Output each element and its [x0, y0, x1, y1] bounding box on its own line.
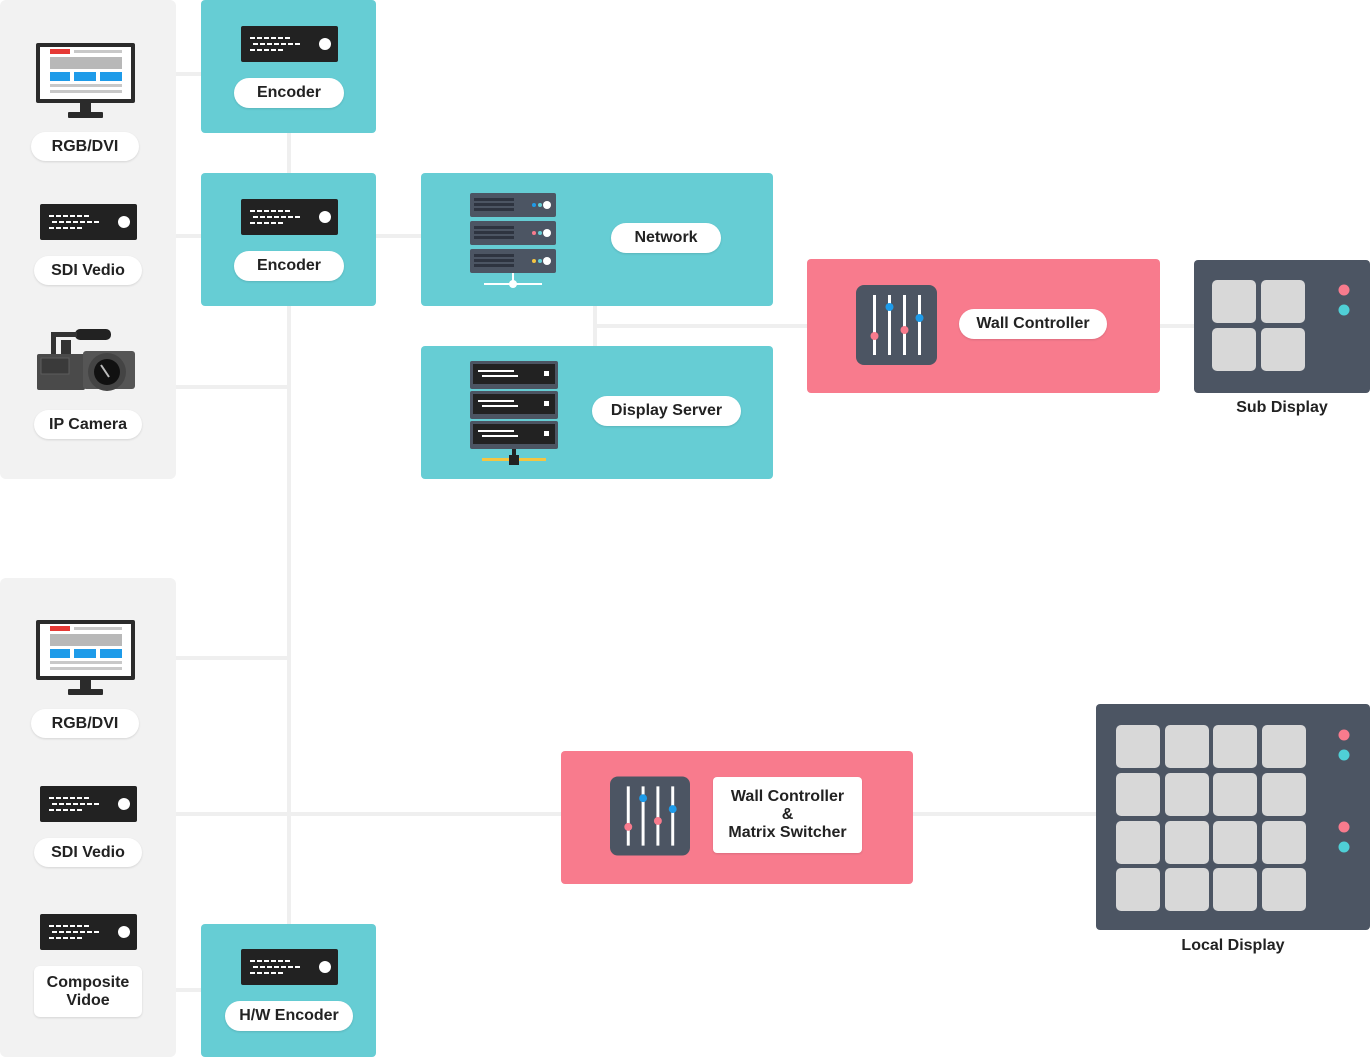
mixer-icon — [856, 285, 937, 365]
monitor-icon — [36, 43, 135, 118]
connector-wall-sub — [1159, 324, 1195, 328]
display-server-label: Display Server — [592, 396, 741, 426]
connector-sdi-bottom — [176, 812, 562, 816]
sub-display-grid — [1212, 280, 1350, 371]
encoder-device-icon — [241, 199, 338, 235]
sub-display-label: Sub Display — [1236, 399, 1328, 416]
monitor-icon — [36, 620, 135, 695]
connector-camera — [176, 385, 289, 389]
wall-controller-label: Wall Controller — [959, 309, 1107, 339]
sdi-device-icon — [40, 786, 137, 822]
hw-encoder-device-icon — [241, 949, 338, 985]
connector-rgb-top — [176, 72, 203, 76]
source-label-rgb-top: RGB/DVI — [31, 132, 139, 161]
display-server-icon — [470, 361, 558, 465]
encoder-box-1 — [201, 0, 376, 133]
source-label-ip-camera: IP Camera — [34, 410, 142, 439]
hw-encoder-box — [201, 924, 376, 1057]
wall-matrix-label: Wall Controller & Matrix Switcher — [713, 777, 862, 853]
source-label-sdi-bottom: SDI Vedio — [34, 838, 142, 867]
wall-matrix-line3: Matrix Switcher — [728, 824, 847, 841]
hw-encoder-label: H/W Encoder — [225, 1001, 353, 1031]
wall-matrix-line2: & — [781, 806, 794, 823]
encoder-box-2 — [201, 173, 376, 306]
connector-trunk — [287, 130, 291, 926]
composite-device-icon — [40, 914, 137, 950]
connector-encoder-network — [376, 234, 422, 238]
source-label-sdi-top: SDI Vedio — [34, 256, 142, 285]
connector-server-wall — [595, 324, 808, 328]
wall-matrix-line1: Wall Controller — [730, 788, 845, 805]
connector-rgb-bottom — [176, 656, 289, 660]
video-camera-icon — [37, 329, 135, 391]
composite-label-line2: Vidoe — [66, 991, 110, 1009]
encoder-device-icon — [241, 26, 338, 62]
encoder-label-1: Encoder — [234, 78, 344, 108]
sdi-device-icon — [40, 204, 137, 240]
network-label: Network — [611, 223, 721, 253]
network-server-icon — [470, 193, 556, 288]
composite-label-line1: Composite — [46, 973, 130, 991]
source-label-rgb-bottom: RGB/DVI — [31, 709, 139, 738]
local-display-label: Local Display — [1181, 937, 1285, 954]
mixer-icon — [610, 776, 690, 856]
connector-matrix-local — [912, 812, 1098, 816]
local-display-grid — [1116, 725, 1350, 911]
connector-composite — [176, 988, 203, 992]
connector-sdi-top — [176, 234, 203, 238]
encoder-label-2: Encoder — [234, 251, 344, 281]
source-label-composite: Composite Vidoe — [34, 966, 142, 1017]
